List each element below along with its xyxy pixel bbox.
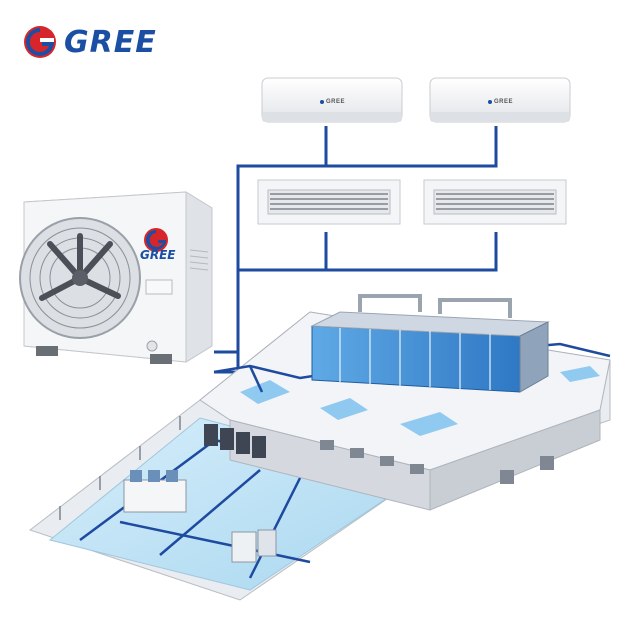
pipe-duct-right (326, 232, 498, 272)
outdoor-unit-brand: GREE (140, 248, 176, 262)
building-cutaway (28, 294, 611, 601)
brand-name: GREE (64, 24, 157, 60)
server-racks (204, 424, 266, 458)
pipe-wall-unit-left (214, 126, 328, 354)
fan-grille (19, 217, 141, 339)
railing (59, 416, 181, 520)
pipe-duct-left (238, 232, 328, 272)
central-equipment (310, 294, 550, 393)
cooled-rooms (240, 366, 600, 436)
gree-logo-icon (24, 26, 56, 58)
lab-equipment (123, 470, 277, 563)
outdoor-unit-badge: GREE (140, 232, 175, 262)
duct-unit-left (257, 179, 401, 225)
pipe-wall-unit-right (326, 126, 498, 168)
wall-unit-right-brand: GREE (494, 99, 514, 105)
wall-unit-right (429, 77, 571, 123)
wall-unit-left (261, 77, 403, 123)
duct-unit-right (423, 179, 567, 225)
wall-unit-left-brand: GREE (326, 99, 346, 105)
outdoor-unit (19, 191, 213, 364)
brand-logo: GREE (22, 22, 157, 62)
